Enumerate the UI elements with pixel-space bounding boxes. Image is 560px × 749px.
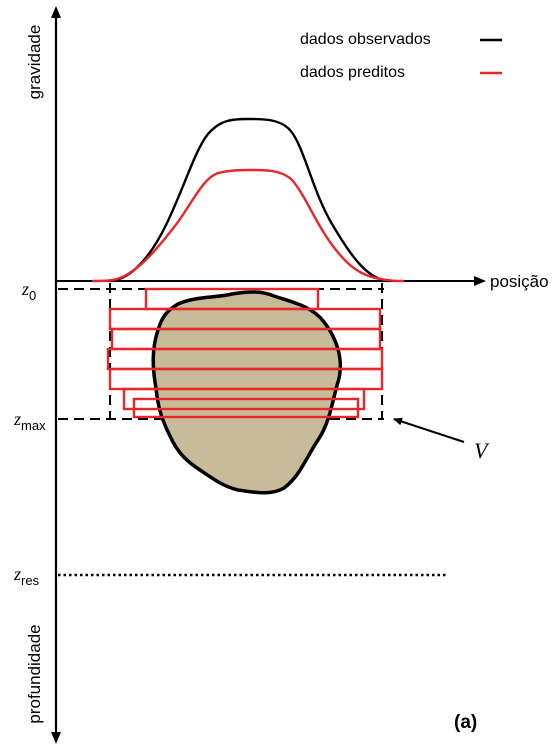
z0-label-main: z	[21, 279, 29, 299]
depth-axis-label: profundidade	[25, 624, 44, 723]
prism-stack	[106, 287, 384, 419]
zres-label-main: z	[13, 564, 21, 584]
legend-observed-label: dados observados	[300, 31, 431, 48]
observed-data-curve	[109, 117, 389, 283]
z0-label-sub: 0	[29, 288, 36, 303]
zmax-label: zmax	[13, 409, 46, 433]
panel-label: (a)	[454, 712, 477, 733]
position-axis-label: posição	[490, 272, 549, 291]
predicted-data-curve	[91, 168, 405, 283]
vertical-axis-arrow-up	[51, 6, 61, 18]
legend-predicted-label: dados preditos	[300, 64, 405, 81]
zmax-label-main: z	[13, 409, 21, 429]
prism-7	[132, 397, 360, 419]
horizontal-axis-arrow	[474, 276, 486, 286]
zres-label: zres	[13, 564, 40, 588]
prism-6	[122, 387, 366, 411]
zres-label-sub: res	[21, 573, 40, 588]
gravity-axis-label: gravidade	[25, 25, 44, 100]
volume-label: V	[474, 438, 490, 463]
geological-body	[151, 290, 343, 495]
zmax-label-sub: max	[21, 418, 46, 433]
volume-pointer-arrow	[393, 417, 465, 443]
vertical-axis-arrow-down	[51, 732, 61, 744]
z0-label: z0	[21, 279, 36, 303]
